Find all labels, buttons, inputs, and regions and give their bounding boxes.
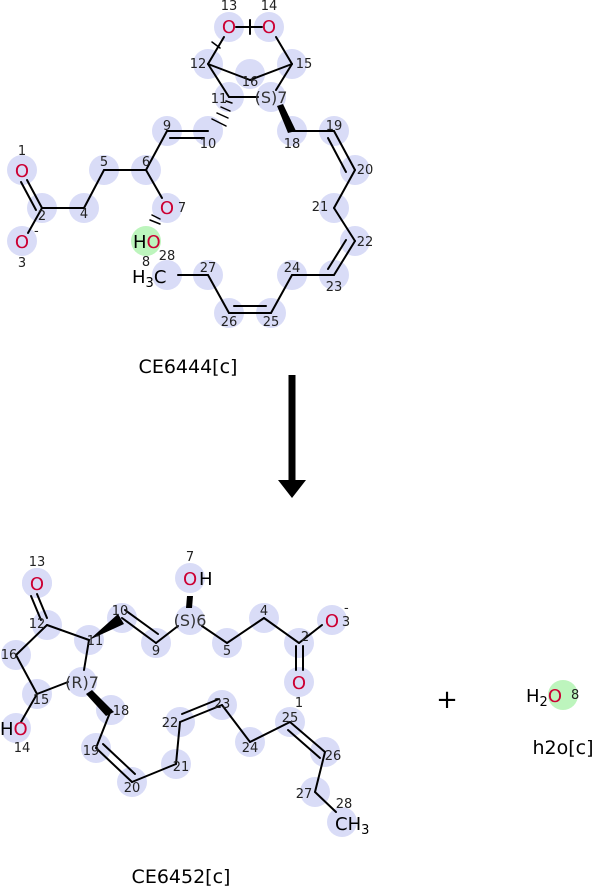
svg-text:26: 26	[221, 315, 238, 330]
svg-text:23: 23	[214, 697, 231, 712]
svg-text:25: 25	[263, 315, 280, 330]
svg-text:5: 5	[223, 644, 231, 659]
product-atom-labels: O O H (S)6 (R)7 O - O HO CH3	[0, 569, 369, 838]
svg-text:27: 27	[296, 787, 313, 802]
svg-text:14: 14	[261, 0, 278, 14]
svg-text:22: 22	[357, 235, 374, 250]
reactant-hashed-bond-7-8	[149, 214, 161, 225]
svg-text:22: 22	[162, 716, 179, 731]
svg-text:24: 24	[242, 741, 259, 756]
reactant-charge: -	[34, 224, 39, 239]
product-oxygen-1: O	[292, 673, 306, 694]
svg-text:7: 7	[186, 550, 194, 565]
reaction-arrow	[278, 375, 306, 498]
svg-text:20: 20	[124, 781, 141, 796]
svg-text:11: 11	[211, 92, 228, 107]
product-hydroxyl-7-h: H	[199, 569, 213, 590]
water-formula: H2O	[526, 686, 562, 710]
svg-text:4: 4	[80, 207, 88, 222]
svg-text:13: 13	[29, 555, 46, 570]
svg-text:2: 2	[38, 209, 46, 224]
svg-text:25: 25	[282, 711, 299, 726]
svg-text:14: 14	[14, 741, 31, 756]
reactant-oxygen-14: O	[262, 17, 276, 38]
svg-text:15: 15	[296, 57, 313, 72]
svg-text:12: 12	[190, 57, 207, 72]
svg-text:10: 10	[112, 604, 129, 619]
reactant-bonds	[20, 19, 356, 314]
reactant-hydroxyl-8: HO	[133, 232, 161, 253]
svg-text:5: 5	[100, 155, 108, 170]
svg-text:6: 6	[142, 155, 150, 170]
svg-text:20: 20	[357, 163, 374, 178]
product-bonds	[15, 593, 337, 813]
svg-text:24: 24	[284, 261, 301, 276]
reactant-oxygen-13: O	[222, 17, 236, 38]
svg-text:26: 26	[325, 749, 342, 764]
water-name: h2o[c]	[532, 737, 593, 759]
product-hydroxyl-14: HO	[0, 719, 28, 740]
reactant-stereo-17: (S)7	[255, 88, 288, 107]
svg-text:3: 3	[18, 256, 26, 271]
svg-text:4: 4	[260, 604, 268, 619]
product-molecule: O O H (S)6 (R)7 O - O HO CH3 1 2 3 4 5 7…	[0, 550, 369, 886]
product-hydroxyl-7: O	[183, 569, 197, 590]
product-methyl-28: CH3	[335, 814, 369, 838]
reactant-atom-highlights	[7, 12, 370, 328]
product-stereo-17: (R)7	[65, 673, 99, 692]
svg-text:8: 8	[142, 255, 150, 270]
reactant-atom-labels: O O (S)7 O O - O HO H3C	[15, 17, 288, 291]
svg-text:16: 16	[242, 75, 259, 90]
product-oxygen-3: O	[325, 611, 339, 632]
product-name: CE6452[c]	[132, 866, 231, 886]
water-atom-number: 8	[571, 688, 579, 703]
product-stereo-6: (S)6	[174, 611, 207, 630]
svg-text:18: 18	[284, 137, 301, 152]
svg-text:10: 10	[200, 137, 217, 152]
svg-text:7: 7	[178, 201, 186, 216]
plus-sign: +	[436, 685, 458, 715]
product-charge: -	[344, 601, 349, 616]
reactant-molecule: O O (S)7 O O - O HO H3C 1 2 3 4 5 6 7 8 …	[7, 0, 373, 378]
water-molecule: H2O 8 h2o[c]	[526, 680, 594, 759]
reactant-methyl-28: H3C	[132, 267, 166, 291]
svg-text:11: 11	[87, 634, 104, 649]
svg-text:1: 1	[18, 144, 26, 159]
svg-text:19: 19	[326, 119, 343, 134]
svg-text:9: 9	[163, 119, 171, 134]
product-oxygen-13: O	[30, 574, 44, 595]
svg-text:13: 13	[221, 0, 238, 14]
reactant-atom-numbers: 1 2 3 4 5 6 7 8 9 10 11 12 13 14 15 16 1…	[18, 0, 373, 330]
reactant-hashed-wedge-11-10	[211, 100, 233, 127]
svg-text:19: 19	[83, 744, 100, 759]
svg-text:2: 2	[301, 630, 309, 645]
svg-text:28: 28	[159, 249, 176, 264]
reactant-name: CE6444[c]	[139, 356, 238, 378]
svg-text:9: 9	[152, 644, 160, 659]
svg-text:23: 23	[326, 280, 343, 295]
reactant-oxygen-3: O	[15, 232, 29, 253]
svg-text:15: 15	[33, 693, 50, 708]
svg-text:12: 12	[29, 617, 46, 632]
reactant-oxygen-7: O	[160, 198, 174, 219]
svg-text:21: 21	[312, 200, 329, 215]
svg-text:21: 21	[173, 760, 190, 775]
svg-text:1: 1	[295, 696, 303, 711]
svg-text:28: 28	[336, 797, 353, 812]
product-atom-numbers: 1 2 3 4 5 7 9 10 11 12 13 14 15 16 18 19…	[1, 550, 353, 812]
svg-text:18: 18	[113, 704, 130, 719]
svg-text:3: 3	[342, 615, 350, 630]
svg-text:16: 16	[1, 648, 18, 663]
svg-text:27: 27	[200, 261, 217, 276]
reactant-oxygen-1: O	[15, 161, 29, 182]
